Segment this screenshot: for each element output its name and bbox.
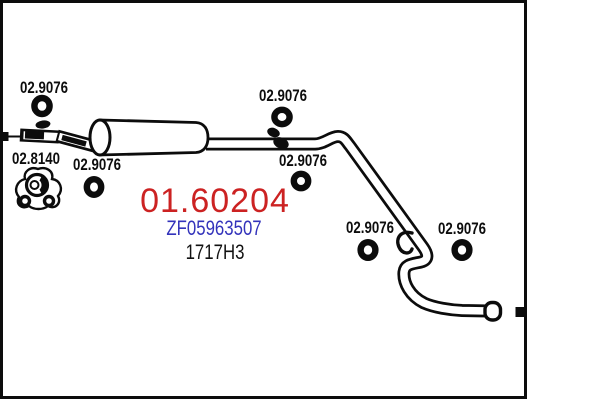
gasket-ring-icon [451, 238, 473, 261]
right-mount-square [515, 307, 525, 317]
part-callout: 02.9076 [259, 86, 307, 105]
gasket-ring-icon [31, 94, 53, 118]
inlet-pipe [19, 128, 100, 154]
gasket-ring-icon [271, 106, 293, 128]
part-callout: 02.9076 [438, 219, 486, 238]
hanger-mounts [267, 127, 289, 149]
oe-reference-number: ZF05963507 [166, 217, 262, 240]
part-callout: 02.9076 [279, 151, 327, 170]
gasket-ring-icon [83, 175, 105, 198]
frame-border [0, 0, 527, 399]
clamp-icon [35, 120, 51, 129]
part-callout: 02.8140 [12, 149, 60, 168]
muffler [88, 118, 210, 157]
gasket-ring-icons [31, 94, 473, 261]
gasket-ring-icon [290, 170, 312, 192]
tail-pipe [206, 130, 490, 318]
part-callout: 02.9076 [73, 155, 121, 174]
part-callout: 02.9076 [20, 78, 68, 97]
hanger-hook-icon [396, 230, 414, 255]
gasket-ring-icon [357, 238, 379, 261]
main-part-number: 01.60204 [140, 182, 290, 220]
flange-gasket-icon [14, 166, 63, 211]
left-mount-square [1, 132, 9, 141]
secondary-reference-number: 1717H3 [185, 241, 245, 264]
tailpipe-end-cap [483, 300, 503, 322]
part-callout: 02.9076 [346, 218, 394, 237]
